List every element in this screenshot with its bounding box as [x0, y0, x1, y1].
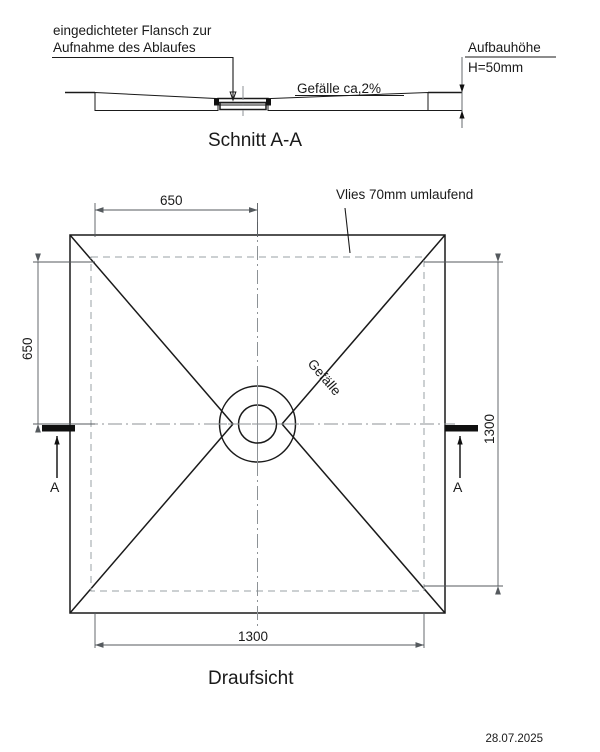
dimension-top-650-label: 650 — [160, 193, 183, 208]
fleece-note: Vlies 70mm umlaufend — [336, 187, 473, 202]
slope-diagonals — [69, 234, 446, 614]
fleece-note-leader — [344, 207, 351, 254]
flange-note-line-1: eingedichteter Flansch zur — [53, 23, 212, 38]
section-mark-left: A — [42, 425, 75, 495]
section-title: Schnitt A-A — [208, 130, 302, 151]
section-view-a-a: eingedichteter Flansch zur Aufnahme des … — [52, 23, 556, 151]
dimension-bottom-1300-label: 1300 — [238, 629, 268, 644]
dimension-right-1300-label: 1300 — [482, 414, 497, 444]
dimension-right-1300: 1300 — [424, 253, 503, 595]
build-height-dimension: Aufbauhöhe H=50mm — [459, 40, 556, 128]
dimension-top-650: 650 — [94, 193, 258, 237]
flange-note-leader — [52, 56, 237, 102]
plan-title: Draufsicht — [208, 668, 294, 689]
slope-note-section: Gefälle ca,2% — [297, 81, 381, 96]
build-height-line-1: Aufbauhöhe — [468, 40, 541, 55]
dimension-left-650: 650 — [20, 253, 95, 433]
dimension-left-650-label: 650 — [20, 337, 35, 360]
insulation-body-left — [94, 91, 219, 111]
section-mark-right-label: A — [453, 479, 463, 495]
flange-note-line-2: Aufnahme des Ablaufes — [53, 40, 196, 55]
section-mark-right: A — [445, 425, 478, 495]
plan-view-draufsicht: Vlies 70mm umlaufend Gefälle 650 650 — [20, 187, 503, 689]
dimension-bottom-1300: 1300 — [94, 612, 425, 648]
build-height-line-2: H=50mm — [468, 60, 523, 75]
section-mark-left-label: A — [50, 479, 60, 495]
date-stamp: 28.07.2025 — [485, 733, 543, 745]
